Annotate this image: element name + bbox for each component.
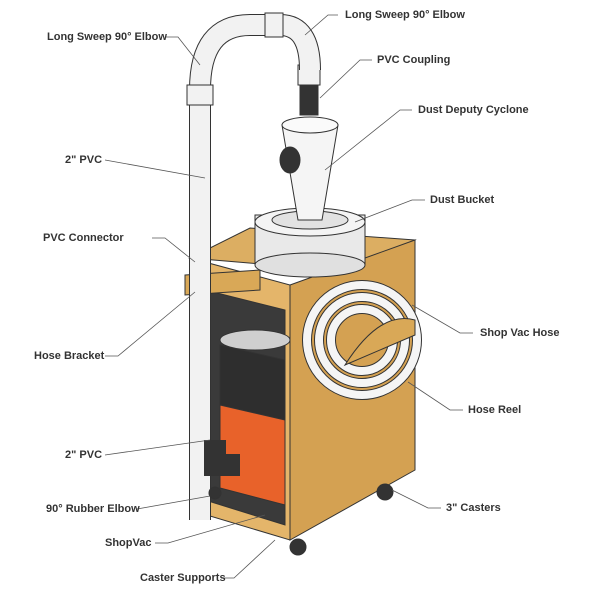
shopvac-lid [219,329,291,351]
caster [208,486,222,500]
caster [289,538,307,556]
label-dust-bucket: Dust Bucket [430,194,495,206]
label-hose-reel: Hose Reel [468,404,522,416]
caster [376,483,394,501]
label-long-sweep-elbow-right: Long Sweep 90° Elbow [345,9,465,21]
label-hose-bracket: Hose Bracket [34,350,105,362]
leader-lines [104,14,473,579]
label-pvc-coupling: PVC Coupling [377,54,451,66]
cyclone-inlet [279,146,301,174]
label-pvc-connector: PVC Connector [43,232,124,244]
hose-reel [302,280,422,400]
label-casters: 3" Casters [446,502,501,514]
rubber-elbow [204,440,240,476]
pvc-coupling [299,84,319,116]
label-2in-pvc-upper: 2" PVC [65,154,103,166]
label-shopvac: ShopVac [105,537,152,549]
label-caster-supports: Caster Supports [140,572,226,584]
label-long-sweep-elbow-left: Long Sweep 90° Elbow [47,31,167,43]
label-shop-vac-hose: Shop Vac Hose [480,327,560,339]
label-2in-pvc-lower: 2" PVC [65,449,103,461]
label-rubber-elbow: 90° Rubber Elbow [46,503,140,515]
label-dust-deputy-cyclone: Dust Deputy Cyclone [418,104,529,116]
